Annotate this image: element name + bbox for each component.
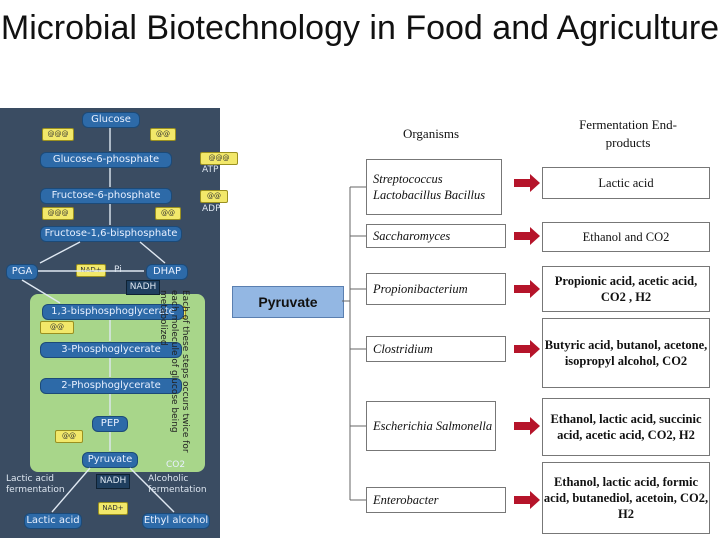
pathway-arrows: [21, 128, 175, 513]
pyruvate-label: Pyruvate: [258, 294, 318, 310]
g6p-node: Glucose-6-phosphate: [40, 152, 172, 168]
organism-cell: Escherichia Salmonella: [366, 401, 496, 451]
organism-cell: Saccharomyces: [366, 224, 506, 248]
adp-marker: @@: [155, 207, 181, 220]
glucose-node: Glucose: [82, 112, 140, 128]
ethyl-alcohol-node: Ethyl alcohol: [142, 513, 210, 529]
right-arrow-icon: [514, 491, 540, 509]
slide-title: Microbial Biotechnology in Food and Agri…: [0, 9, 720, 47]
organism-cell: Clostridium: [366, 336, 506, 362]
nad-plus-marker: NAD+: [98, 502, 128, 515]
f16bp-node: Fructose-1,6-bisphosphate: [40, 226, 182, 242]
pga-node: PGA: [6, 264, 38, 280]
co2-label: CO2: [166, 460, 186, 470]
product-cell: Butyric acid, butanol, acetone, isopropy…: [542, 318, 710, 388]
product-cell: Ethanol, lactic acid, succinic acid, ace…: [542, 398, 710, 456]
f6p-node: Fructose-6-phosphate: [40, 188, 172, 204]
bpg-node: 1,3-bisphosphoglycerate: [42, 304, 184, 320]
dhap-node: DHAP: [146, 264, 188, 280]
nadh-node: NADH: [96, 474, 130, 489]
right-arrow-icon: [514, 227, 540, 245]
adp-label: ADP: [202, 204, 221, 214]
adp-marker: @@: [55, 430, 83, 443]
pi-label: Pi: [114, 265, 122, 275]
organism-cell: Streptococcus Lactobacillus Bacillus: [366, 159, 502, 215]
product-cell: Propionic acid, acetic acid, CO2 , H2: [542, 266, 710, 312]
atp-marker: @@@: [42, 128, 74, 141]
arrow-column: [514, 174, 540, 509]
glycolysis-diagram: @@@ @@ @@@ @@ @@@ @@ @@ @@ @@ ATP ADP Gl…: [0, 108, 238, 538]
atp-marker: @@@: [200, 152, 238, 165]
adp-marker: @@: [40, 321, 74, 334]
right-arrow-icon: [514, 417, 540, 435]
lactic-fermentation-label: Lactic acid fermentation: [6, 474, 65, 495]
right-arrow-icon: [514, 174, 540, 192]
product-cell: Ethanol, lactic acid, formic acid, butan…: [542, 462, 710, 534]
pg3-node: 3-Phosphoglycerate: [40, 342, 182, 358]
nadh-node: NADH: [126, 280, 160, 295]
adp-marker: @@: [200, 190, 228, 203]
organisms-header: Organisms: [402, 126, 460, 141]
alcoholic-fermentation-label: Alcoholic fermentation: [148, 474, 207, 495]
organism-cell: Propionibacterium: [366, 273, 506, 305]
right-arrow-icon: [514, 340, 540, 358]
right-arrow-icon: [514, 280, 540, 298]
product-cell: Ethanol and CO2: [542, 222, 710, 252]
lactic-acid-node: Lactic acid: [24, 513, 82, 529]
pg2-node: 2-Phosphoglycerate: [40, 378, 182, 394]
atp-label: ATP: [202, 165, 219, 175]
products-header: Fermentation End-products: [579, 117, 677, 150]
product-cell: Lactic acid: [542, 167, 710, 199]
pyruvate-box: Pyruvate: [232, 286, 344, 318]
pep-node: PEP: [92, 416, 128, 432]
pyruvate-node: Pyruvate: [82, 452, 138, 468]
organism-cell: Enterobacter: [366, 487, 506, 513]
adp-marker: @@: [150, 128, 176, 141]
atp-marker: @@@: [42, 207, 74, 220]
